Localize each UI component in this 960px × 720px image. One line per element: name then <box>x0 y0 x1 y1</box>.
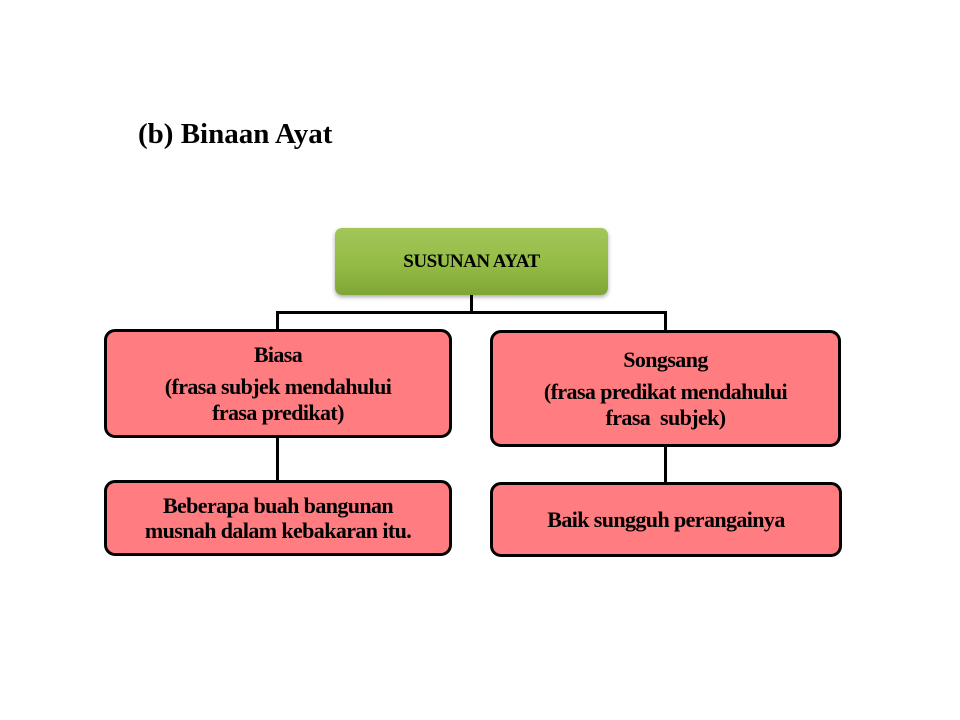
root-node-label: SUSUNAN AYAT <box>403 250 540 272</box>
root-node-susunan-ayat: SUSUNAN AYAT <box>335 228 608 295</box>
node-biasa-example: Beberapa buah bangunan musnah dalam keba… <box>104 480 452 556</box>
connector-left-example <box>276 437 279 481</box>
node-songsang-example-line1: Baik sungguh perangainya <box>547 506 785 532</box>
node-songsang-description-line1: (frasa predikat mendahului <box>543 379 788 405</box>
connector-horizontal <box>276 311 667 314</box>
node-biasa-description-line2: frasa predikat) <box>212 399 344 425</box>
node-biasa-description-line1: (frasa subjek mendahului <box>164 374 392 400</box>
node-songsang-heading: Songsang <box>623 347 708 373</box>
connector-right-drop <box>664 311 667 331</box>
node-songsang-description-line2: frasa subjek) <box>605 404 727 430</box>
node-biasa-example-line1: Beberapa buah bangunan <box>162 492 394 518</box>
slide-title: (b) Binaan Ayat <box>138 118 333 150</box>
node-biasa-heading: Biasa <box>253 342 303 368</box>
connector-right-example <box>664 446 667 483</box>
node-songsang: Songsang (frasa predikat mendahului fras… <box>490 330 841 447</box>
node-biasa: Biasa (frasa subjek mendahului frasa pre… <box>104 329 452 438</box>
node-biasa-example-line2: musnah dalam kebakaran itu. <box>144 518 412 543</box>
node-songsang-example: Baik sungguh perangainya <box>490 482 842 557</box>
connector-left-drop <box>276 311 279 330</box>
connector-root-stem <box>470 295 473 313</box>
